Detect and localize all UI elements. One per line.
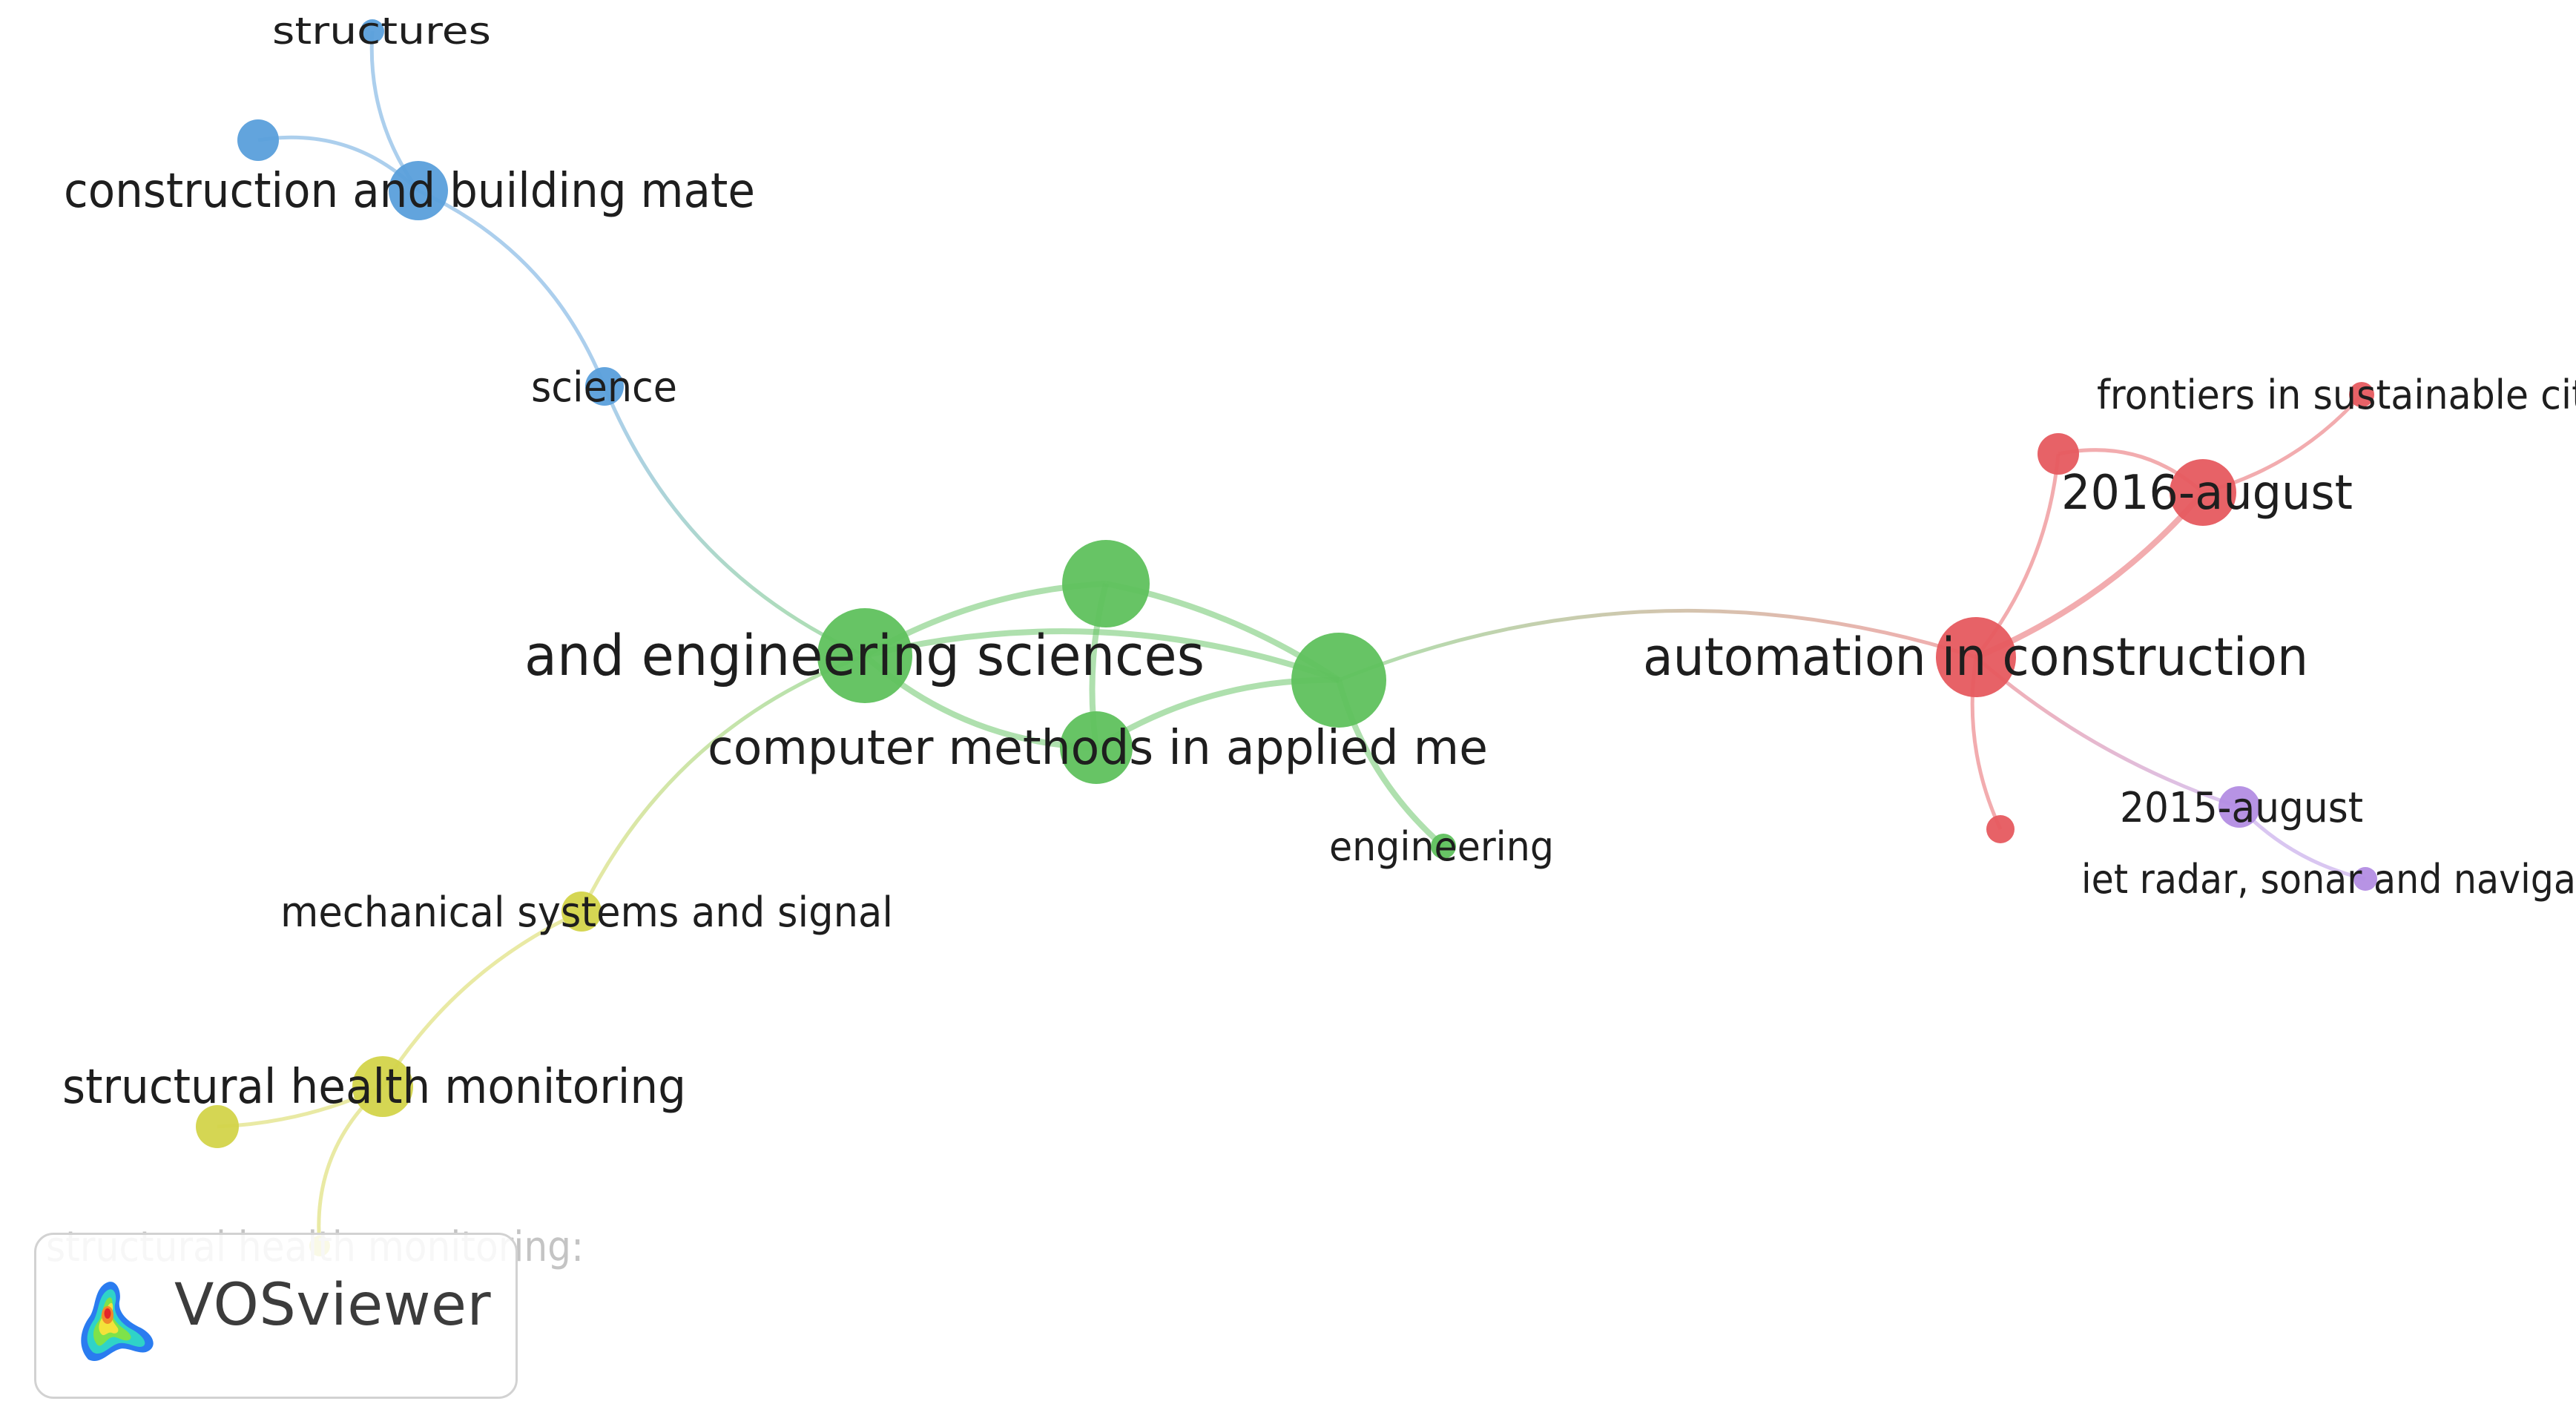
link-automation-aug2015 bbox=[1974, 656, 2240, 809]
network-labels: structures construction and building mate… bbox=[46, 10, 2576, 1271]
node-label-aug2016[interactable]: 2016-august bbox=[2061, 466, 2353, 521]
node-label-frontiers[interactable]: frontiers in sustainable cit bbox=[2097, 372, 2576, 418]
node-shm[interactable] bbox=[352, 1056, 413, 1117]
node-ietradar[interactable] bbox=[2353, 867, 2377, 891]
node-engsci[interactable] bbox=[817, 608, 912, 703]
link-science-engsci bbox=[602, 386, 866, 658]
node-structures[interactable] bbox=[360, 19, 384, 43]
node-construction[interactable] bbox=[389, 161, 448, 220]
node-yellow-small[interactable] bbox=[196, 1105, 239, 1148]
vosviewer-brand-box: VOSviewer bbox=[34, 1233, 518, 1399]
node-aug2015[interactable] bbox=[2218, 786, 2260, 828]
vosviewer-density-logo-icon bbox=[75, 1272, 162, 1370]
node-label-engineering[interactable]: engineering bbox=[1329, 823, 1554, 870]
node-mssp[interactable] bbox=[561, 892, 602, 932]
node-aug2016[interactable] bbox=[2170, 459, 2236, 526]
node-label-construction[interactable]: construction and building mate bbox=[64, 164, 755, 219]
node-label-science[interactable]: science bbox=[531, 363, 677, 412]
app-name: VOSviewer bbox=[174, 1272, 492, 1339]
node-label-ietradar[interactable]: iet radar, sonar and naviga bbox=[2081, 856, 2576, 903]
node-red-small-bottom[interactable] bbox=[1986, 815, 2015, 843]
link-engsci-mssp bbox=[579, 653, 866, 913]
link-construction-science bbox=[417, 188, 607, 387]
node-label-aug2015[interactable]: 2015-august bbox=[2120, 784, 2363, 832]
node-frontiers[interactable] bbox=[2349, 382, 2374, 407]
link-mssp-shm bbox=[381, 909, 583, 1088]
node-green-right[interactable] bbox=[1291, 633, 1386, 728]
node-blue-unlabeled[interactable] bbox=[237, 119, 279, 161]
node-label-structures[interactable]: structures bbox=[272, 10, 491, 53]
node-label-engsci[interactable]: and engineering sciences bbox=[524, 622, 1205, 688]
node-automation[interactable] bbox=[1936, 617, 2016, 697]
node-engineering[interactable] bbox=[1431, 834, 1456, 859]
node-label-cmame[interactable]: computer methods in applied me bbox=[708, 721, 1488, 776]
node-cmame[interactable] bbox=[1060, 711, 1133, 784]
node-red-small-top[interactable] bbox=[2038, 433, 2079, 475]
link-engsci-green-right bbox=[864, 628, 1340, 683]
node-science[interactable] bbox=[585, 367, 624, 406]
node-label-shm[interactable]: structural health monitoring bbox=[62, 1060, 686, 1115]
node-green-top[interactable] bbox=[1062, 540, 1150, 627]
network-nodes bbox=[196, 19, 2377, 1256]
link-green-right-automation bbox=[1338, 608, 1977, 682]
node-label-mssp[interactable]: mechanical systems and signal bbox=[280, 889, 893, 937]
node-label-automation[interactable]: automation in construction bbox=[1643, 627, 2308, 688]
